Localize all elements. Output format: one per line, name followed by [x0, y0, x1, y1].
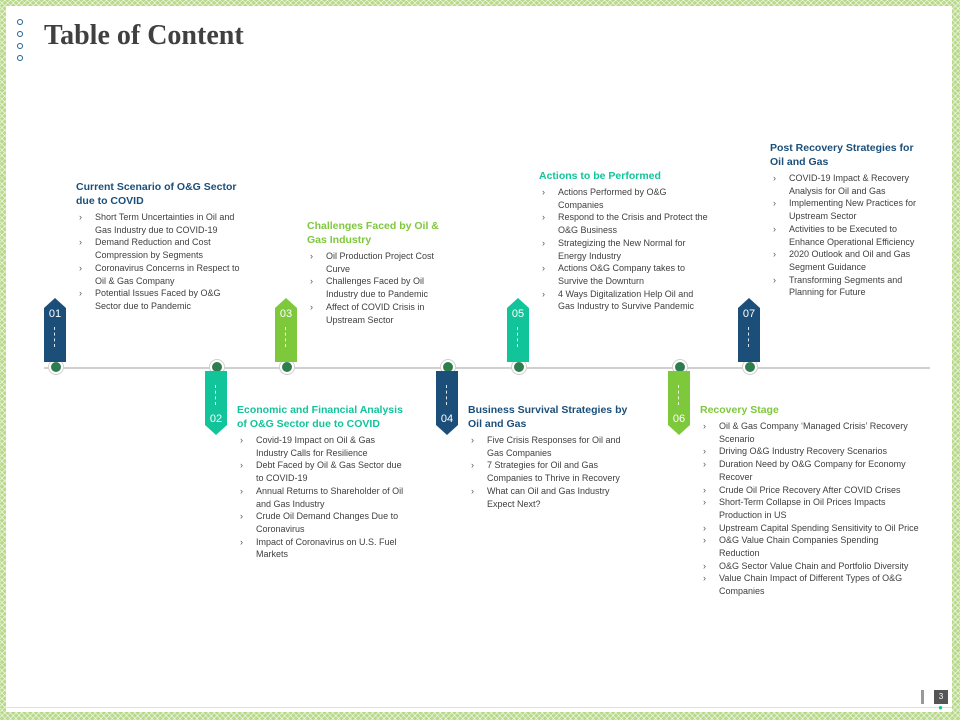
list-item[interactable]: Challenges Faced by Oil Industry due to … — [307, 275, 457, 300]
section-heading: Recovery Stage — [700, 404, 779, 416]
section-tab-02[interactable]: 02 — [205, 371, 227, 435]
section-05: Actions to be Performed Actions Performe… — [539, 169, 711, 313]
timeline-node-1 — [49, 360, 63, 374]
list-item[interactable]: Short Term Uncertainties in Oil and Gas … — [76, 211, 248, 236]
footer-divider — [6, 707, 952, 708]
list-item[interactable]: O&G Value Chain Companies Spending Reduc… — [700, 534, 920, 559]
section-07: Post Recovery Strategies for Oil and Gas… — [770, 141, 930, 299]
section-tab-05[interactable]: 05 — [507, 298, 529, 362]
section-number: 04 — [440, 413, 454, 425]
section-03: Challenges Faced by Oil & Gas Industry O… — [307, 219, 457, 326]
list-item[interactable]: Short-Term Collapse in Oil Prices Impact… — [700, 496, 920, 521]
list-item[interactable]: Actions Performed by O&G Companies — [539, 186, 711, 211]
list-item[interactable]: 2020 Outlook and Oil and Gas Segment Gui… — [770, 248, 930, 273]
list-item[interactable]: Oil & Gas Company ‘Managed Crisis’ Recov… — [700, 420, 920, 445]
section-01: Current Scenario of O&G Sector due to CO… — [76, 180, 248, 313]
list-item[interactable]: Strategizing the New Normal for Energy I… — [539, 237, 711, 262]
list-item[interactable]: Driving O&G Industry Recovery Scenarios — [700, 445, 920, 458]
section-number: 03 — [279, 308, 293, 320]
section-number: 02 — [209, 413, 223, 425]
page-number: 3 — [934, 690, 948, 704]
section-item-list: Covid-19 Impact on Oil & Gas Industry Ca… — [237, 434, 409, 561]
section-item-list: Five Crisis Responses for Oil and Gas Co… — [468, 434, 628, 510]
list-item[interactable]: Impact of Coronavirus on U.S. Fuel Marke… — [237, 536, 409, 561]
section-number: 06 — [672, 413, 686, 425]
section-number: 05 — [511, 308, 525, 320]
list-item[interactable]: Covid-19 Impact on Oil & Gas Industry Ca… — [237, 434, 409, 459]
list-item[interactable]: Affect of COVID Crisis in Upstream Secto… — [307, 301, 457, 326]
section-heading: Current Scenario of O&G Sector due to CO… — [76, 181, 237, 207]
section-item-list: Actions Performed by O&G Companies Respo… — [539, 186, 711, 313]
drop-icon: ● — [938, 703, 943, 712]
list-item[interactable]: Value Chain Impact of Different Types of… — [700, 572, 920, 597]
timeline-node-5 — [512, 360, 526, 374]
list-item[interactable]: 4 Ways Digitalization Help Oil and Gas I… — [539, 288, 711, 313]
list-item[interactable]: Crude Oil Demand Changes Due to Coronavi… — [237, 510, 409, 535]
section-number: 01 — [48, 308, 62, 320]
section-item-list: Oil Production Project Cost Curve Challe… — [307, 250, 457, 326]
list-item[interactable]: Actions O&G Company takes to Survive the… — [539, 262, 711, 287]
section-number: 07 — [742, 308, 756, 320]
list-item[interactable]: COVID-19 Impact & Recovery Analysis for … — [770, 172, 930, 197]
list-item[interactable]: Five Crisis Responses for Oil and Gas Co… — [468, 434, 628, 459]
list-item[interactable]: Annual Returns to Shareholder of Oil and… — [237, 485, 409, 510]
list-item[interactable]: What can Oil and Gas Industry Expect Nex… — [468, 485, 628, 510]
section-heading: Business Survival Strategies by Oil and … — [468, 404, 628, 430]
list-item[interactable]: Upstream Capital Spending Sensitivity to… — [700, 522, 920, 535]
slide: Table of Content 01 02 03 04 05 06 07 Cu… — [6, 6, 952, 712]
section-heading: Post Recovery Strategies for Oil and Gas — [770, 142, 914, 168]
list-item[interactable]: Potential Issues Faced by O&G Sector due… — [76, 287, 248, 312]
section-tab-04[interactable]: 04 — [436, 371, 458, 435]
list-item[interactable]: Activities to be Executed to Enhance Ope… — [770, 223, 930, 248]
list-item[interactable]: 7 Strategies for Oil and Gas Companies t… — [468, 459, 628, 484]
list-item[interactable]: Coronavirus Concerns in Respect to Oil &… — [76, 262, 248, 287]
section-heading: Economic and Financial Analysis of O&G S… — [237, 404, 403, 430]
list-item[interactable]: O&G Sector Value Chain and Portfolio Div… — [700, 560, 920, 573]
timeline-node-3 — [280, 360, 294, 374]
section-item-list: Short Term Uncertainties in Oil and Gas … — [76, 211, 248, 313]
list-item[interactable]: Duration Need by O&G Company for Economy… — [700, 458, 920, 483]
section-tab-07[interactable]: 07 — [738, 298, 760, 362]
list-item[interactable]: Oil Production Project Cost Curve — [307, 250, 457, 275]
list-item[interactable]: Respond to the Crisis and Protect the O&… — [539, 211, 711, 236]
section-item-list: Oil & Gas Company ‘Managed Crisis’ Recov… — [700, 420, 920, 598]
section-heading: Actions to be Performed — [539, 170, 661, 182]
list-item[interactable]: Debt Faced by Oil & Gas Sector due to CO… — [237, 459, 409, 484]
timeline-node-7 — [743, 360, 757, 374]
section-06: Recovery Stage Oil & Gas Company ‘Manage… — [700, 403, 920, 598]
list-item[interactable]: Transforming Segments and Planning for F… — [770, 274, 930, 299]
section-02: Economic and Financial Analysis of O&G S… — [237, 403, 409, 561]
section-heading: Challenges Faced by Oil & Gas Industry — [307, 220, 439, 246]
page-title: Table of Content — [44, 20, 244, 51]
section-item-list: COVID-19 Impact & Recovery Analysis for … — [770, 172, 930, 299]
section-tab-01[interactable]: 01 — [44, 298, 66, 362]
page-number-accent — [921, 690, 924, 704]
list-item[interactable]: Demand Reduction and Cost Compression by… — [76, 236, 248, 261]
decorative-dots — [17, 19, 23, 67]
section-04: Business Survival Strategies by Oil and … — [468, 403, 628, 510]
list-item[interactable]: Crude Oil Price Recovery After COVID Cri… — [700, 484, 920, 497]
section-tab-06[interactable]: 06 — [668, 371, 690, 435]
list-item[interactable]: Implementing New Practices for Upstream … — [770, 197, 930, 222]
section-tab-03[interactable]: 03 — [275, 298, 297, 362]
timeline-axis — [44, 367, 930, 369]
